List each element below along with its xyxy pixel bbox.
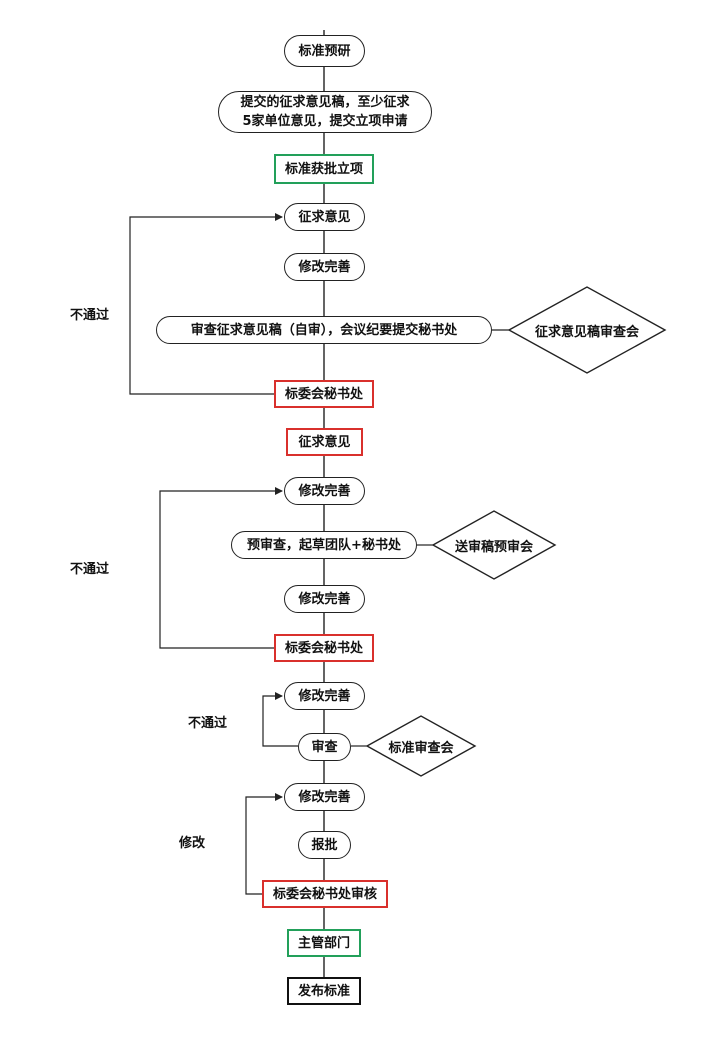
step-revise-5: 修改完善 — [284, 783, 365, 811]
step-pre-research: 标准预研 — [284, 35, 365, 67]
decision-opinion-review-meeting-label: 征求意见稿审查会 — [534, 324, 639, 340]
diamond-opinion-review-meeting — [507, 286, 667, 374]
step-revise-4: 修改完善 — [284, 682, 365, 710]
step-competent-dept: 主管部门 — [287, 929, 361, 957]
loop-fail-2-line — [159, 487, 283, 649]
submit-draft-line-1: 提交的征求意见稿，至少征求 — [240, 95, 410, 110]
loop-label-fail-1: 不通过 — [70, 308, 110, 323]
loop-label-fail-2: 不通过 — [70, 562, 110, 577]
diamond-standard-review-meeting — [365, 715, 477, 777]
step-revise-2: 修改完善 — [284, 477, 365, 505]
loop-fail-3-line — [262, 692, 298, 747]
step-secretariat-1: 标委会秘书处 — [274, 380, 374, 408]
step-revise-3: 修改完善 — [284, 585, 365, 613]
loop-label-fail-3: 不通过 — [188, 716, 228, 731]
step-publish: 发布标准 — [287, 977, 361, 1005]
step-secretariat-2: 标委会秘书处 — [274, 634, 374, 662]
step-revise-1: 修改完善 — [284, 253, 365, 281]
step-solicit-1: 征求意见 — [284, 203, 365, 231]
decision-pre-review-meeting-label: 送审稿预审会 — [454, 539, 533, 555]
step-solicit-2: 征求意见 — [286, 428, 363, 456]
step-report: 报批 — [298, 831, 351, 859]
step-pre-review: 预审查，起草团队+秘书处 — [231, 531, 417, 559]
step-submit-draft: 提交的征求意见稿，至少征求 5家单位意见，提交立项申请 — [218, 91, 432, 133]
decision-standard-review-meeting-label: 标准审查会 — [388, 740, 454, 756]
step-review-draft: 审查征求意见稿（自审），会议纪要提交秘书处 — [156, 316, 492, 344]
loop-modify-line — [245, 793, 283, 895]
step-approved: 标准获批立项 — [274, 154, 374, 184]
diamond-pre-review-meeting — [431, 510, 557, 580]
loop-fail-1-line — [129, 213, 283, 395]
submit-draft-line-2: 5家单位意见，提交立项申请 — [242, 114, 408, 129]
step-secretariat-audit: 标委会秘书处审核 — [262, 880, 388, 908]
step-review: 审查 — [298, 733, 351, 761]
loop-label-modify: 修改 — [179, 836, 206, 851]
